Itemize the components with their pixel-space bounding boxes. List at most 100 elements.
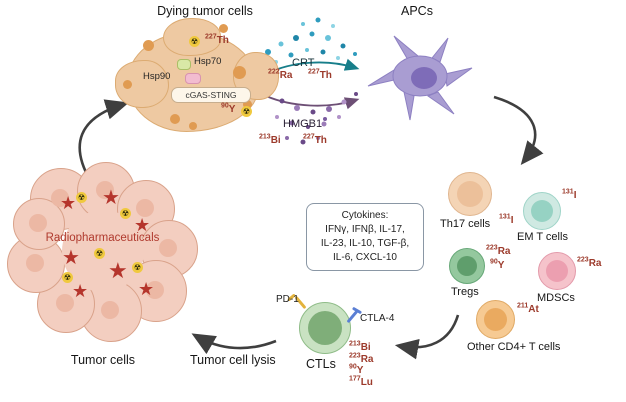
cytokines-box: Cytokines: IFNγ, IFNβ, IL-17, IL-23, IL-… [306, 203, 424, 271]
apc-dendrite [431, 37, 449, 63]
hsp70-protein-icon [177, 59, 191, 70]
radiopharmaceutical-star-icon: ★ [134, 215, 151, 235]
apcs-title: APCs [401, 4, 433, 18]
tumor-nucleus [26, 254, 44, 272]
ctl-cell [299, 302, 351, 354]
cytokines-line: IL-23, IL-10, TGF-β, [320, 238, 410, 249]
vesicle [123, 80, 132, 89]
isotope-90y-ctl: 90Y [349, 363, 364, 376]
tumor-cell-lysis-label: Tumor cell lysis [190, 353, 276, 367]
radiation-icon: ☢ [241, 106, 252, 117]
apc-dendrite [403, 91, 415, 121]
tumor-nucleus [29, 214, 47, 232]
pd1-label: PD-1 [276, 294, 299, 305]
apc-nucleus [411, 67, 437, 89]
tumor-nucleus [101, 301, 119, 319]
cytokines-line: IL-6, CXCL-10 [333, 252, 397, 263]
isotope-90y-dying: 90Y [221, 102, 236, 115]
em-t-cell [523, 192, 561, 230]
isotope-227th-hmgb1: 227Th [303, 133, 327, 146]
vesicle [243, 100, 252, 109]
tumor-nucleus [51, 189, 69, 207]
isotope-211at-cd4: 211At [517, 302, 539, 315]
cd4-nucleus [484, 308, 507, 331]
treg-nucleus [457, 256, 477, 276]
arrow-ctls-to-tumor [191, 333, 277, 355]
radiation-icon: ☢ [62, 272, 73, 283]
isotope-90y-tregs: 90Y [490, 258, 505, 271]
tumor-nucleus [136, 199, 154, 217]
vesicle [143, 40, 154, 51]
apc-dendrite [444, 67, 473, 87]
radiation-icon: ☢ [76, 192, 87, 203]
hsp70-label: Hsp70 [194, 56, 222, 67]
cytokines-line: IFNγ, IFNβ, IL-17, [325, 224, 405, 235]
apc-dendrite [367, 69, 395, 87]
mdsc-cell [538, 252, 576, 290]
hmgb1-particle-icon [323, 117, 327, 121]
tumor-nucleus [146, 281, 164, 299]
mdscs-label: MDSCs [537, 292, 575, 304]
tumor-nucleus [96, 181, 114, 199]
dying-tumor-cells-title: Dying tumor cells [157, 4, 253, 18]
other-cd4-label: Other CD4+ T cells [467, 341, 561, 353]
isotope-213bi-ctl: 213Bi [349, 340, 371, 353]
radiopharmaceutical-star-icon: ★ [102, 187, 120, 209]
radiopharmaceutical-star-icon: ★ [72, 281, 89, 301]
tumor-cell-cluster: ★ ★ ★ ★ ★ ★ ★ ☢ ☢ ☢ ☢ ☢ Radiopharmaceuti… [7, 162, 198, 350]
crt-label: CRT [292, 57, 315, 69]
hmgb1-label: HMGB1 [283, 118, 323, 130]
isotope-223ra-ctl: 223Ra [349, 352, 374, 365]
radiopharmaceutical-star-icon: ★ [138, 279, 155, 299]
cd4-cell [476, 300, 515, 339]
isotope-177lu-ctl: 177Lu [349, 375, 373, 388]
radiation-icon: ☢ [132, 262, 143, 273]
isotope-213bi-hmgb1: 213Bi [259, 133, 281, 146]
radiopharmaceutical-star-icon: ★ [60, 193, 77, 213]
radiation-icon: ☢ [94, 248, 105, 259]
th17-cell [448, 172, 492, 216]
radiation-icon: ☢ [120, 208, 131, 219]
ctl-isotope-list: 213Bi 223Ra 90Y 177Lu [349, 337, 374, 388]
isotope-131i-th17: 131I [499, 213, 514, 226]
tumor-nucleus [56, 294, 74, 312]
isotope-222ra-crt: 222Ra [268, 68, 293, 81]
arrow-tumor-to-dying [78, 99, 129, 181]
apc-dendrite [426, 91, 455, 115]
vesicle [189, 122, 197, 130]
em-t-nucleus [531, 200, 553, 222]
radiopharmaceutical-star-icon: ★ [62, 247, 80, 269]
vesicle [219, 24, 228, 33]
crt-particle-dots [265, 17, 357, 64]
isotope-223ra-tregs: 223Ra [486, 244, 511, 257]
isotope-227th-dying: 227Th [205, 33, 229, 46]
th17-label: Th17 cells [440, 218, 491, 230]
arrow-hmgb1-release [265, 95, 360, 110]
tumor-nucleus [159, 239, 177, 257]
ctl-nucleus [308, 311, 342, 345]
cytokines-heading: Cytokines: [341, 210, 389, 221]
cgas-sting-label: cGAS-STING [171, 87, 251, 103]
isotope-223ra-mdsc: 223Ra [577, 256, 602, 269]
treg-cell [449, 248, 485, 284]
hmgb1-particle-dots [265, 89, 358, 145]
isotope-131i-em: 131I [562, 188, 577, 201]
em-t-cells-label: EM T cells [517, 231, 568, 243]
ctls-label: CTLs [306, 357, 336, 371]
arrow-apcs-to-tcells [493, 95, 544, 166]
th17-nucleus [457, 181, 483, 207]
tumor-cells-title: Tumor cells [70, 353, 136, 367]
dying-cell-fragment [163, 18, 221, 56]
vesicle [170, 114, 180, 124]
arrow-tcells-to-ctls [394, 314, 460, 360]
isotope-227th-crt: 227Th [308, 68, 332, 81]
radiation-icon: ☢ [189, 36, 200, 47]
radiopharmaceutical-star-icon: ★ [108, 258, 128, 283]
vesicle [233, 66, 246, 79]
dying-tumor-cell-cluster: ☢ 227Th Hsp70 Hsp90 cGAS-STING 90Y ☢ [115, 18, 280, 144]
radiopharmaceuticals-label: Radiopharmaceuticals [45, 232, 160, 244]
apc-cell [367, 35, 473, 121]
hsp90-protein-icon [185, 73, 201, 84]
